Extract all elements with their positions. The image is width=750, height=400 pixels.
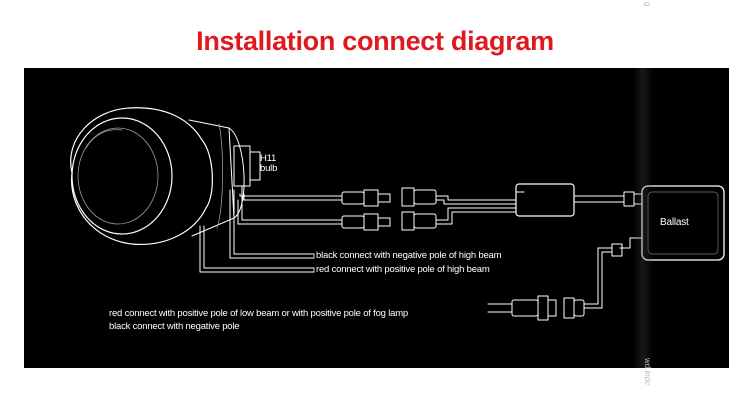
watermark-bottom: wd.indc (643, 358, 652, 386)
bulb-label-h11: H11 (260, 153, 277, 164)
diagram-panel: H11 bulb Ballast black connect with nega… (24, 68, 729, 368)
ballast-output-wires (583, 237, 643, 309)
low-beam-positive-label: red connect with positive pole of low be… (109, 308, 408, 319)
power-plug (487, 295, 585, 321)
projector-lamp-drawing (70, 107, 261, 245)
bulb-connector-top (341, 187, 525, 207)
inline-control-box (515, 183, 575, 217)
diagram-title: Installation connect diagram (196, 26, 554, 56)
ballast-unit (641, 185, 725, 261)
ballast-input-wires (573, 191, 643, 207)
low-beam-negative-label: black connect with negative pole (109, 321, 240, 332)
bulb-label-bulb: bulb (260, 163, 278, 174)
bulb-wires (199, 189, 343, 273)
high-beam-negative-label: black connect with negative pole of high… (316, 250, 502, 261)
watermark-strip (633, 68, 653, 368)
ballast-label: Ballast (660, 217, 689, 228)
watermark-top: g (643, 2, 652, 7)
bulb-connector-bottom (341, 205, 517, 231)
wiring-illustration (70, 107, 725, 321)
high-beam-positive-label: red connect with positive pole of high b… (316, 264, 490, 275)
